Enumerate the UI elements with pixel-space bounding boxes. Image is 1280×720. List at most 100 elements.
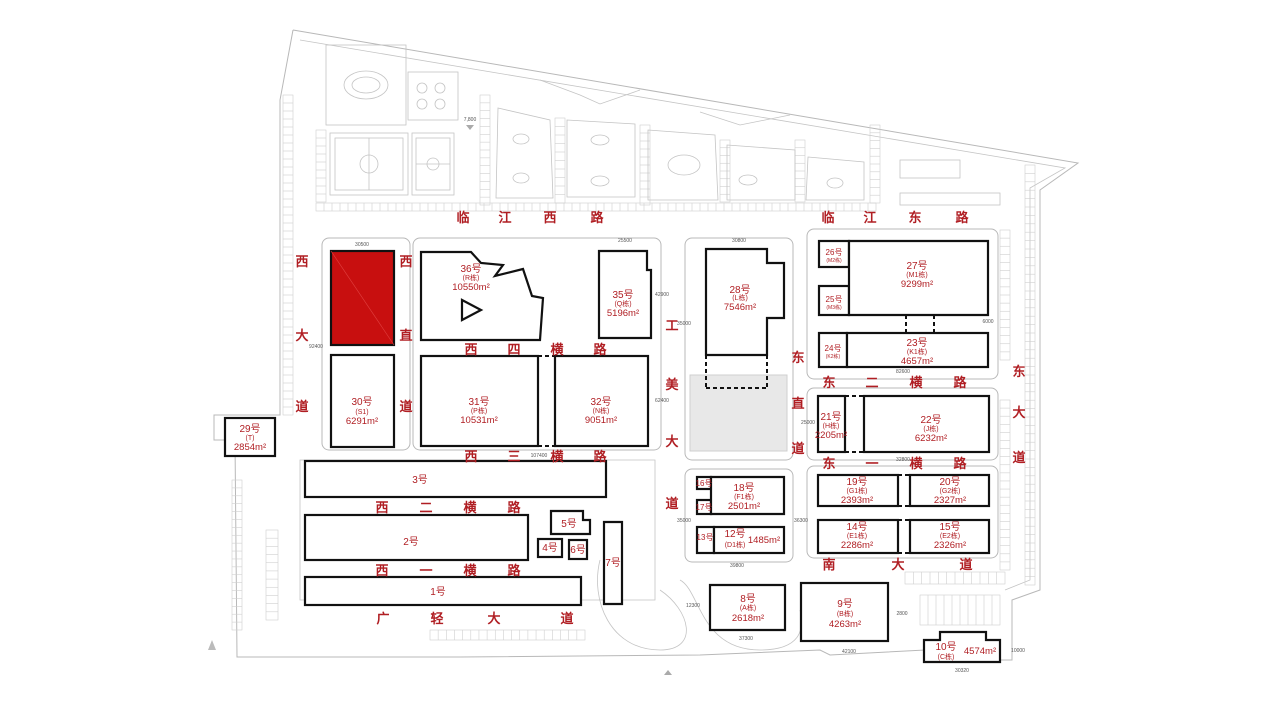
label-35-sub: (Q栋) bbox=[614, 299, 631, 308]
road-xi-yi-heng-2: 横 bbox=[463, 563, 477, 578]
label-28-area: 7546m² bbox=[724, 302, 756, 313]
site-boundary bbox=[213, 29, 1080, 661]
building-9[interactable] bbox=[799, 581, 890, 643]
label-32-area: 9051m² bbox=[585, 415, 617, 426]
road-linjiang-xi-0: 临 bbox=[456, 210, 469, 225]
building-23[interactable] bbox=[845, 331, 990, 369]
sports-court-football bbox=[329, 132, 409, 196]
building-26[interactable] bbox=[817, 239, 851, 269]
label-36-name: 36号 bbox=[460, 263, 481, 275]
road-xi-san-heng-3: 路 bbox=[593, 449, 607, 464]
label-26-sub: (M2栋) bbox=[826, 257, 842, 264]
building-12[interactable] bbox=[712, 525, 786, 555]
building-6[interactable] bbox=[567, 538, 589, 561]
building-24[interactable] bbox=[817, 331, 849, 369]
road-dong-da-dao-2: 道 bbox=[1012, 450, 1025, 465]
building-25[interactable] bbox=[817, 284, 851, 317]
label-5-name: 5号 bbox=[561, 518, 577, 530]
label-36-sub: (R栋) bbox=[463, 273, 480, 282]
road-xi-er-heng-2: 横 bbox=[463, 500, 477, 515]
road-xi-zhi-dao-0: 西 bbox=[399, 254, 412, 269]
label-15-area: 2326m² bbox=[934, 540, 966, 551]
building-1[interactable] bbox=[303, 575, 583, 607]
building-2[interactable] bbox=[303, 513, 530, 562]
building-32[interactable] bbox=[553, 354, 650, 448]
label-3-name: 3号 bbox=[412, 474, 428, 486]
road-xi-er-heng-1: 二 bbox=[419, 500, 432, 515]
road-nan-da-dao-2: 道 bbox=[959, 557, 972, 572]
label-24-name: 24号 bbox=[825, 344, 842, 353]
dim-30800: 30800 bbox=[732, 238, 746, 244]
building-29[interactable] bbox=[223, 416, 277, 458]
building-31[interactable] bbox=[419, 354, 540, 448]
building-8[interactable] bbox=[708, 583, 787, 632]
building-20[interactable] bbox=[908, 473, 991, 508]
road-dong-yi-heng-0: 东 bbox=[822, 456, 835, 471]
building-36[interactable] bbox=[419, 250, 545, 342]
road-linjiang-xi-2: 西 bbox=[543, 210, 556, 225]
label-31-area: 10531m² bbox=[460, 415, 498, 426]
label-28-name: 28号 bbox=[729, 284, 750, 296]
label-8-name: 8号 bbox=[740, 593, 756, 605]
label-9-area: 4263m² bbox=[829, 619, 861, 630]
road-dong-er-heng-3: 路 bbox=[953, 375, 967, 390]
label-20-area: 2327m² bbox=[934, 495, 966, 506]
building-22[interactable] bbox=[862, 394, 991, 454]
building-19[interactable] bbox=[816, 473, 900, 508]
building-5[interactable] bbox=[549, 509, 592, 536]
label-18-area: 2501m² bbox=[728, 501, 760, 512]
road-xi-si-heng-2: 横 bbox=[550, 342, 564, 357]
dim-82600: 82600 bbox=[896, 369, 910, 375]
building-30[interactable] bbox=[329, 353, 396, 449]
label-22-sub: (J栋) bbox=[923, 424, 938, 433]
building-7[interactable] bbox=[602, 520, 624, 606]
road-xi-si-heng-3: 路 bbox=[593, 342, 607, 357]
dim-25000: 25000 bbox=[801, 420, 815, 426]
label-8-sub: (A栋) bbox=[740, 603, 756, 612]
label-16-name: 16号 bbox=[696, 479, 713, 488]
road-dong-zhi-dao-1: 直 bbox=[791, 396, 804, 411]
road-dong-er-heng-0: 东 bbox=[822, 375, 835, 390]
label-27-name: 27号 bbox=[906, 260, 927, 272]
dim-10000: 10000 bbox=[1011, 648, 1025, 654]
label-23-area: 4657m² bbox=[901, 356, 933, 367]
label-12-area: 1485m² bbox=[748, 535, 780, 546]
road-gongmei-0: 工 bbox=[665, 318, 678, 333]
dim-92400: 92400 bbox=[309, 344, 323, 350]
building-14[interactable] bbox=[816, 518, 900, 555]
label-35-name: 35号 bbox=[612, 289, 633, 301]
dim-35000b: 35000 bbox=[677, 518, 691, 524]
building-3[interactable] bbox=[303, 459, 608, 499]
label-25-sub: (M3栋) bbox=[826, 304, 842, 311]
label-21-sub: (H栋) bbox=[823, 421, 840, 430]
road-xi-da-dao-1: 大 bbox=[295, 328, 308, 343]
label-10-name: 10号 bbox=[935, 641, 956, 653]
building-10[interactable] bbox=[922, 630, 1002, 664]
dim-35000a: 35000 bbox=[677, 321, 691, 327]
building-21[interactable] bbox=[816, 394, 847, 454]
building-4[interactable] bbox=[536, 537, 564, 559]
building-15[interactable] bbox=[908, 518, 991, 555]
label-21-area: 2205m² bbox=[815, 430, 847, 441]
dimension-annotations: 30500 25500 30800 42900 35000 92400 6240… bbox=[309, 117, 1025, 674]
label-4-name: 4号 bbox=[542, 542, 558, 554]
label-30-sub: (S1) bbox=[355, 409, 368, 416]
label-28-sub: (L栋) bbox=[732, 293, 748, 302]
road-dong-yi-heng-1: 一 bbox=[865, 456, 878, 471]
road-dong-zhi-dao-2: 道 bbox=[791, 441, 804, 456]
label-14-area: 2286m² bbox=[841, 540, 873, 551]
road-gongmei-2: 大 bbox=[665, 434, 678, 449]
building-28[interactable] bbox=[704, 247, 786, 357]
building-35[interactable] bbox=[597, 249, 653, 340]
road-dong-er-heng-2: 横 bbox=[909, 375, 923, 390]
label-32-name: 32号 bbox=[590, 396, 611, 408]
label-12-name: 12号 bbox=[724, 528, 745, 540]
road-gongmei-1: 美 bbox=[665, 377, 679, 392]
label-9-sub: (B栋) bbox=[837, 609, 853, 618]
road-xi-er-heng-3: 路 bbox=[507, 500, 521, 515]
label-14-sub: (E1栋) bbox=[847, 531, 867, 540]
label-29-area: 2854m² bbox=[234, 442, 266, 453]
label-20-name: 20号 bbox=[939, 476, 960, 488]
road-guangqing-1: 轻 bbox=[430, 611, 443, 626]
road-xi-si-heng-0: 西 bbox=[464, 342, 477, 357]
